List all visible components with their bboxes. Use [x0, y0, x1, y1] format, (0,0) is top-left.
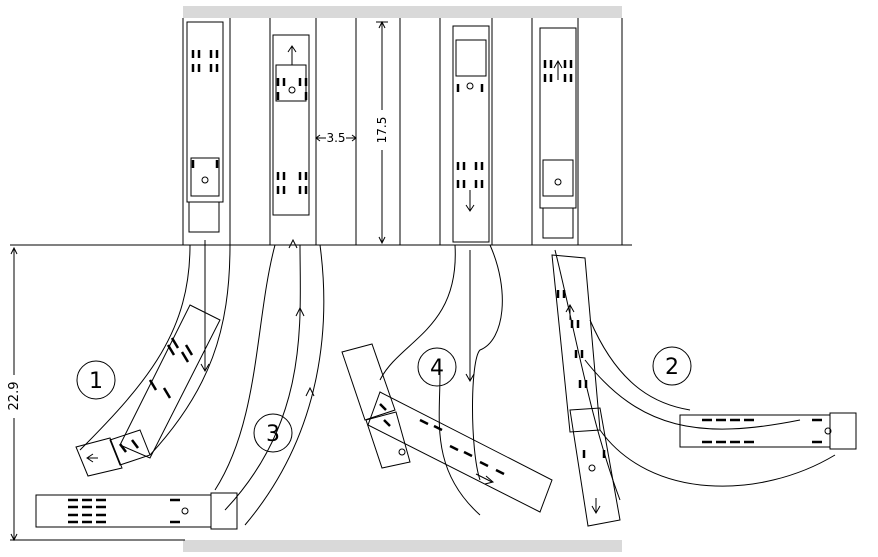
dock-structure: [10, 18, 632, 246]
parked-truck-3: [35, 492, 238, 530]
swept-path-1: [79, 240, 231, 456]
marker-2-label: 2: [665, 355, 679, 380]
turning-truck-1: [75, 304, 221, 477]
docked-truck-1: [186, 21, 224, 233]
dimension-bay-depth: [376, 20, 388, 245]
docked-truck-3: [272, 34, 310, 216]
swept-path-3: [214, 238, 325, 526]
dimension-bay-gap-label: 3.5: [326, 131, 345, 145]
parked-truck-2: [679, 412, 857, 450]
swept-path-2: [554, 249, 836, 501]
marker-1: 1: [76, 360, 116, 400]
marker-3-label: 3: [266, 422, 280, 447]
marker-3: 3: [253, 413, 293, 453]
dimension-yard-depth: [10, 246, 185, 542]
top-wall-strip: [183, 6, 622, 18]
turning-truck-2: [551, 254, 621, 527]
bottom-wall-strip: [183, 540, 622, 552]
docked-truck-4: [452, 25, 490, 243]
bay-dividers: [229, 18, 579, 245]
dimension-yard-depth-label: 22.9: [7, 382, 22, 411]
dimension-bay-gap: [315, 134, 357, 142]
marker-4-label: 4: [430, 356, 444, 381]
dimension-bay-depth-label: 17.5: [375, 117, 389, 144]
docked-truck-2: [539, 27, 577, 239]
marker-4: 4: [417, 347, 457, 387]
marker-1-label: 1: [89, 369, 103, 394]
turning-truck-4: [341, 343, 553, 513]
marker-2: 2: [652, 346, 692, 386]
